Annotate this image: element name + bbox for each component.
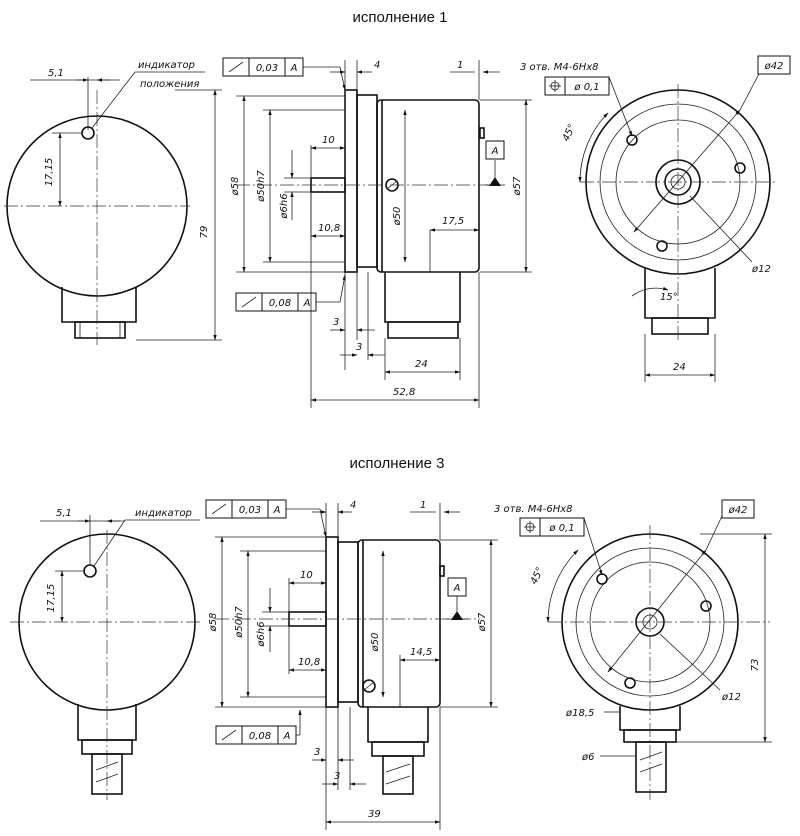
v1-dim-10-8: 10,8 xyxy=(318,223,340,234)
v1-dim-d42: ø42 xyxy=(764,61,784,72)
v3-dim-d50: ø50 xyxy=(370,633,381,653)
v3-dim-10-8: 10,8 xyxy=(298,657,320,668)
v3-dim-39: 39 xyxy=(368,809,381,820)
v3-housing xyxy=(357,539,441,708)
v3-dim-d50h7: ø50h7 xyxy=(234,606,245,639)
v3-dim-d6h6: ø6h6 xyxy=(256,621,267,647)
v1-runout-0-03-datum: A xyxy=(290,63,298,74)
v1-dim-4: 4 xyxy=(374,60,380,71)
v3-dim-73: 73 xyxy=(750,659,761,672)
v1-side-view: ø58 ø50h7 ø6h6 10 10,8 4 xyxy=(222,57,532,408)
v1-datum-a: A xyxy=(491,146,499,157)
v1-dim-d50h7: ø50h7 xyxy=(256,170,267,203)
v1-dim-24: 24 xyxy=(415,359,428,370)
v3-runout-0-08: 0,08 xyxy=(249,731,271,742)
v1-dim-24-rear: 24 xyxy=(673,362,686,373)
v1-rear-view: ø42 3 отв. М4-6Нх8 ø 0,1 45° ø12 15° 24 xyxy=(520,55,791,382)
v3-indicator-led xyxy=(83,564,97,578)
version-3-views: 5,1 17,15 индикатор xyxy=(10,499,772,830)
v1-dim-1: 1 xyxy=(457,60,463,71)
v3-position-tol: ø 0,1 xyxy=(548,523,574,534)
v3-dim-d18-5: ø18,5 xyxy=(565,708,594,719)
v1-dim-d57: ø57 xyxy=(512,176,523,196)
v3-rear-view: ø42 3 отв. М4-6Нх8 ø 0,1 45° ø12 ø18,5 ø… xyxy=(494,499,772,800)
v3-dim-d6: ø6 xyxy=(581,752,594,763)
v1-runout-0-08: 0,08 xyxy=(269,298,291,309)
v3-runout-0-03-datum: A xyxy=(273,505,281,516)
v1-dim-d50: ø50 xyxy=(392,207,403,227)
v1-dim-52-8: 52,8 xyxy=(393,387,415,398)
version-1-views: 5,1 17,15 79 индикатор положения xyxy=(4,55,791,408)
v1-angle-15: 15° xyxy=(660,292,678,303)
v1-front-view: 5,1 17,15 79 индикатор положения xyxy=(4,60,222,345)
v1-dim-3-b: 3 xyxy=(356,342,362,353)
v1-runout-0-03: 0,03 xyxy=(256,63,278,74)
v3-front-view: 5,1 17,15 индикатор xyxy=(10,508,200,800)
v1-thread-holes: 3 отв. М4-6Нх8 xyxy=(520,62,599,73)
v1-dim-17-5: 17,5 xyxy=(442,216,464,227)
v3-dim-d58: ø58 xyxy=(208,613,219,633)
v3-dim-d12: ø12 xyxy=(721,692,741,703)
v1-dim-d58: ø58 xyxy=(230,177,241,197)
heading-version-1: исполнение 1 xyxy=(353,9,448,26)
v1-dim-3-a: 3 xyxy=(333,317,339,328)
v3-runout-0-03: 0,03 xyxy=(239,505,261,516)
v1-front-plug xyxy=(74,321,126,339)
v1-dim-d6h6: ø6h6 xyxy=(279,193,290,219)
v3-dim-d57: ø57 xyxy=(477,612,488,632)
v3-dim-17-15: 17,15 xyxy=(46,584,57,613)
v1-housing xyxy=(376,99,480,273)
v1-dim-79: 79 xyxy=(199,226,210,239)
v1-dim-5-1: 5,1 xyxy=(48,68,64,79)
v1-dim-10: 10 xyxy=(322,135,335,146)
v3-dim-d42: ø42 xyxy=(728,505,748,516)
v3-dim-5-1: 5,1 xyxy=(56,508,72,519)
heading-version-3: исполнение 3 xyxy=(350,455,445,472)
v1-runout-0-08-datum: A xyxy=(303,298,311,309)
v3-angle-45: 45° xyxy=(529,566,546,587)
v3-dim-3-b: 3 xyxy=(334,771,340,782)
v3-thread-holes: 3 отв. М4-6Нх8 xyxy=(494,504,573,515)
v3-dim-1: 1 xyxy=(420,500,426,511)
v3-dim-4: 4 xyxy=(350,500,356,511)
v3-dim-14-5: 14,5 xyxy=(410,647,432,658)
v3-indicator-label: индикатор xyxy=(135,508,192,519)
v1-angle-45: 45° xyxy=(561,123,578,144)
v1-flange xyxy=(344,89,358,273)
v3-runout-0-08-datum: A xyxy=(283,731,291,742)
v1-dim-d12: ø12 xyxy=(751,264,771,275)
v3-dim-3-a: 3 xyxy=(314,747,320,758)
v3-side-view: ø58 ø50h7 ø6h6 10 10,8 4 xyxy=(205,499,498,830)
v3-dim-10: 10 xyxy=(300,570,313,581)
v1-dim-17-15: 17,15 xyxy=(44,158,55,187)
v1-indicator-label: индикатор xyxy=(138,60,195,71)
v1-position-tol: ø 0,1 xyxy=(573,82,599,93)
v3-datum-a: A xyxy=(453,583,461,594)
v3-flange xyxy=(325,536,339,708)
v1-indicator-position-label: положения xyxy=(140,79,199,90)
